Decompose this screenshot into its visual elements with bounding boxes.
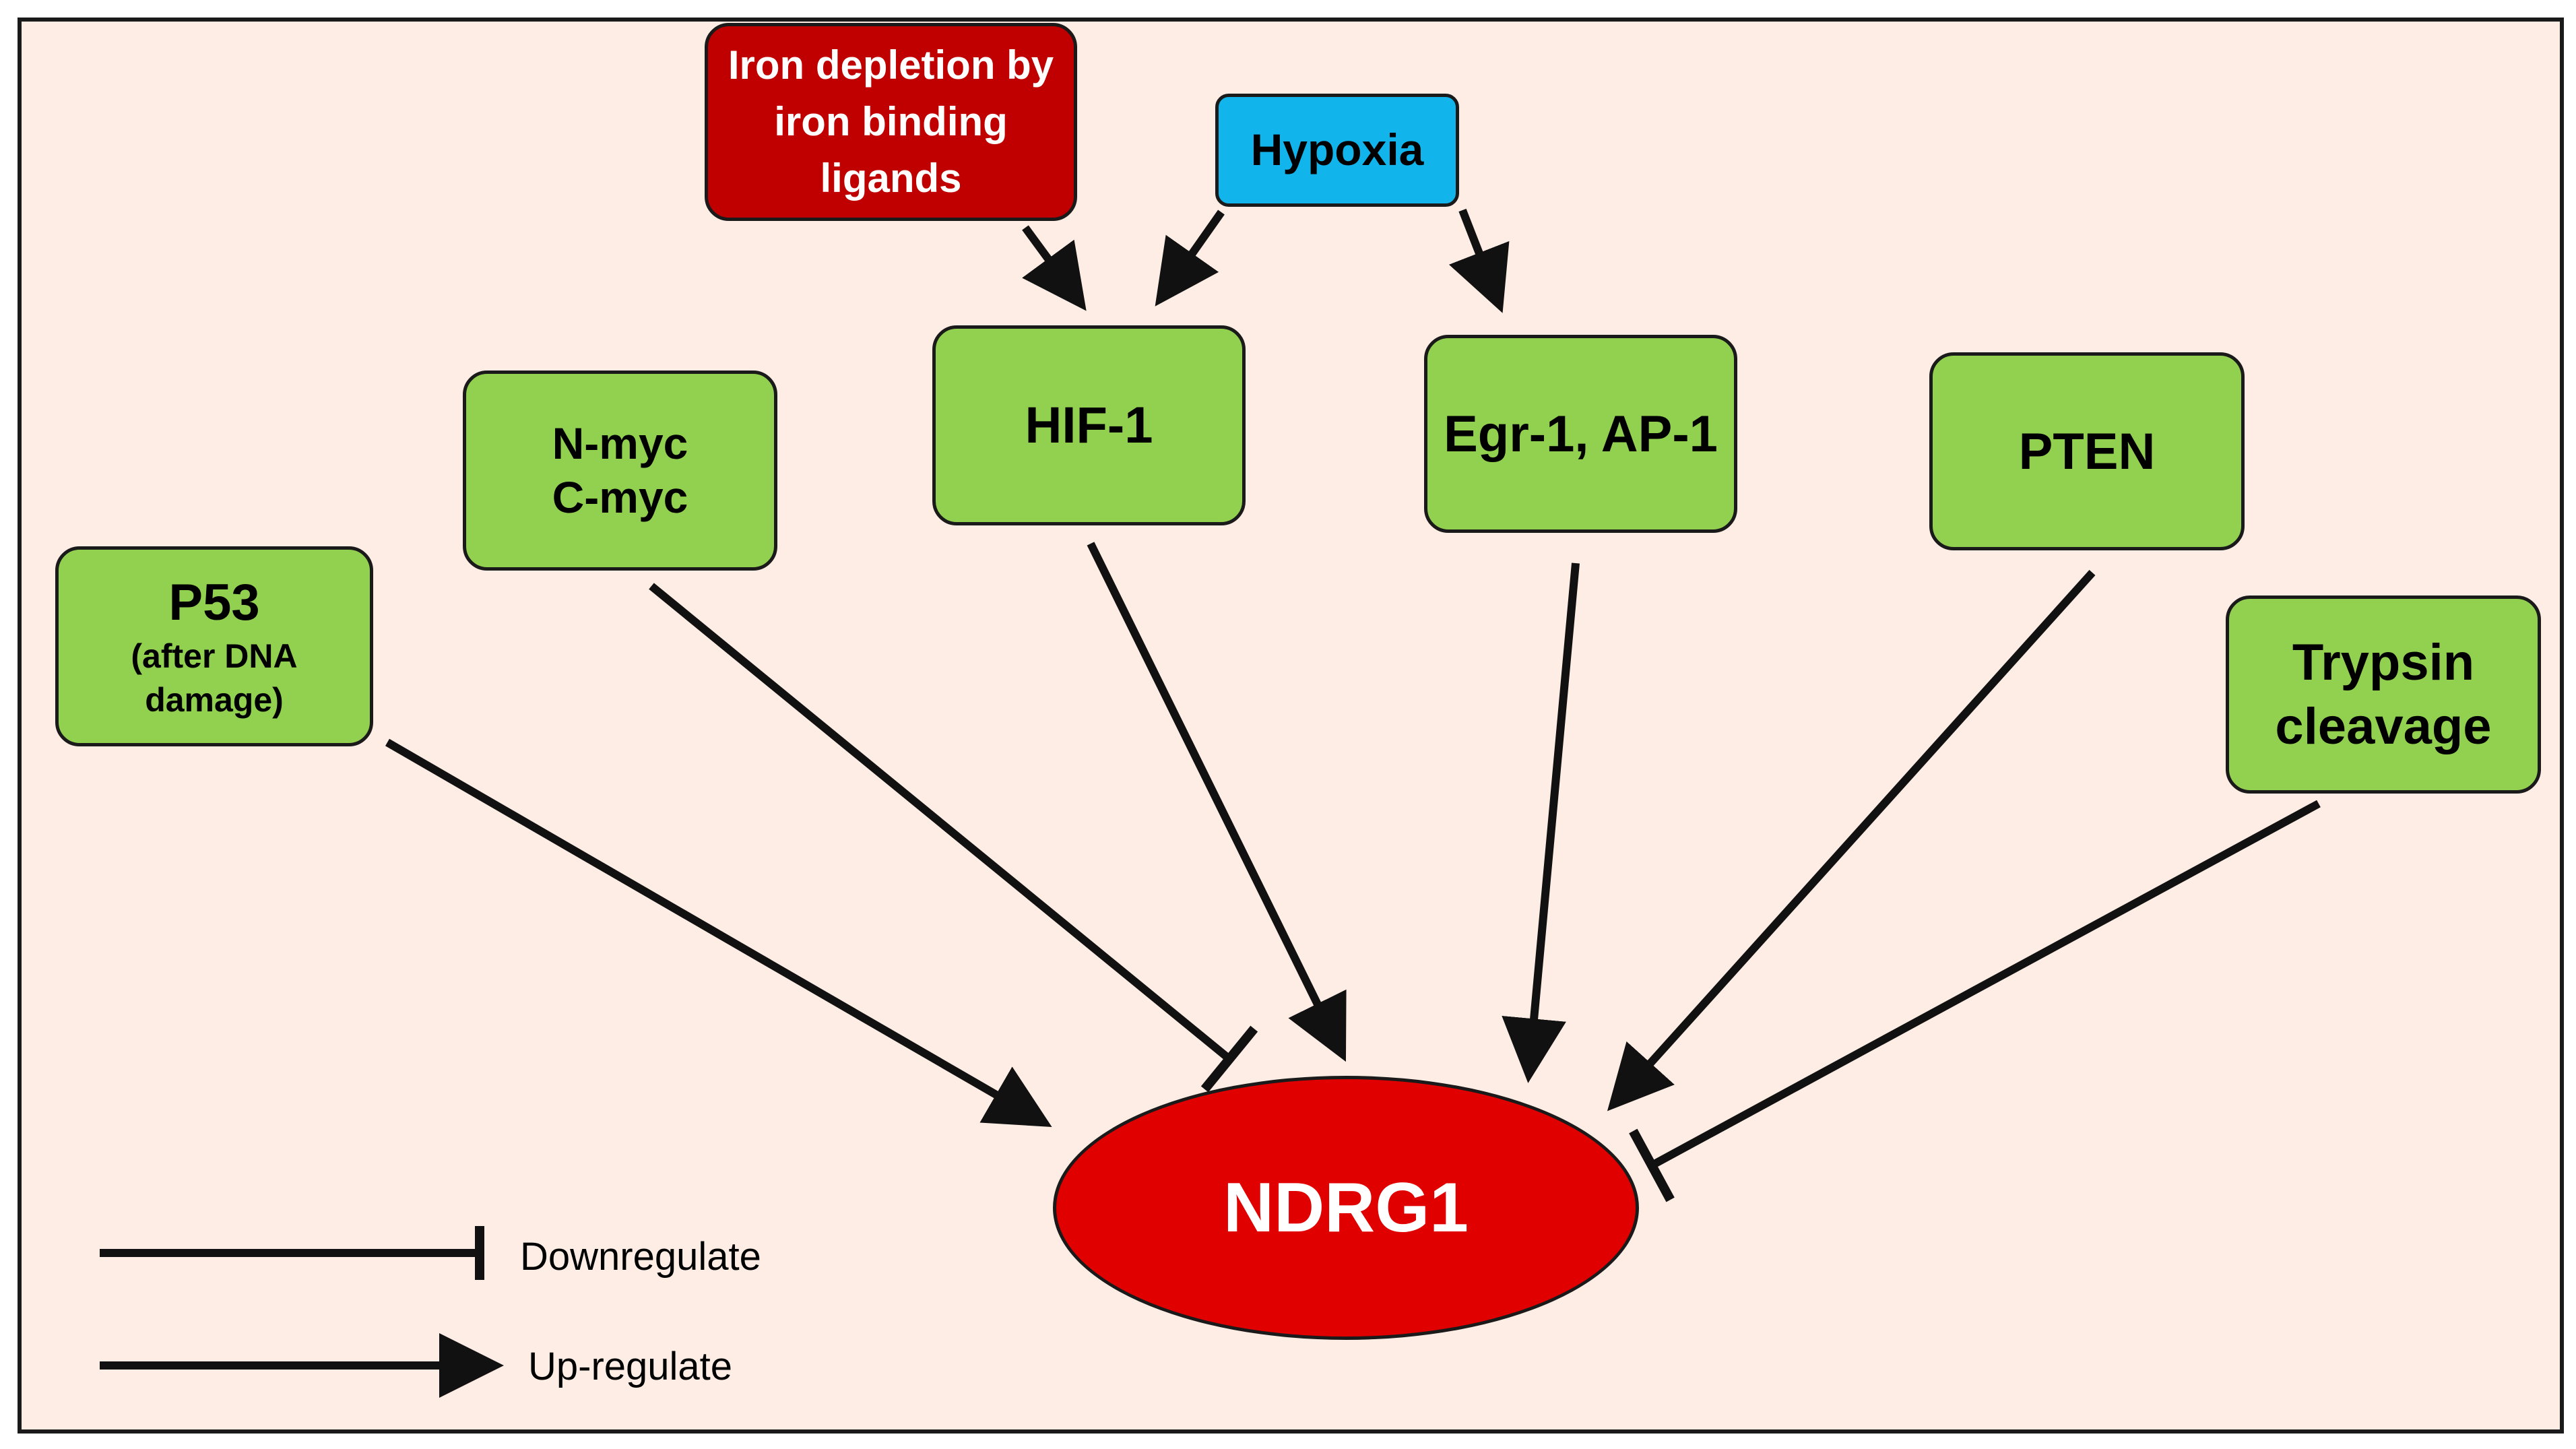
node-iron-depletion: Iron depletion by iron binding ligands [705,23,1077,221]
edge-myc-ndrg1 [649,583,1232,1062]
edge-myc-ndrg1-bar [1200,1025,1258,1093]
node-iron-line-1: Iron depletion by [728,42,1054,88]
edge-iron-hif1 [1022,225,1087,311]
node-iron-line-3: ligands [820,156,962,201]
node-ndrg1-label: NDRG1 [1223,1168,1469,1247]
node-trypsin-line-2: cleavage [2275,698,2492,755]
edge-pten-ndrg1 [1607,569,2096,1112]
edge-hif1-ndrg1 [1087,542,1347,1062]
node-p53: P53 (after DNA damage) [55,546,373,746]
node-pten-label: PTEN [2018,422,2156,480]
legend-downregulate-label: Downregulate [520,1235,761,1279]
edge-trypsin-ndrg1-bar [1629,1128,1675,1202]
node-egr1-ap1: Egr-1, AP-1 [1424,335,1737,533]
node-iron-line-2: iron binding [774,99,1008,144]
edge-hypoxia-hif1 [1155,210,1225,307]
node-p53-label: P53 [168,574,260,631]
edge-hypoxia-egr [1448,208,1510,313]
node-hif1: HIF-1 [932,325,1246,525]
node-trypsin-cleavage: Trypsin cleavage [2226,595,2541,794]
edge-egr-ndrg1 [1502,562,1580,1083]
node-hypoxia-label: Hypoxia [1250,125,1424,175]
legend-upregulate-label: Up-regulate [528,1345,733,1388]
node-p53-sub-1: (after DNA [131,637,298,675]
node-ndrg1: NDRG1 [1053,1076,1639,1340]
node-hif1-label: HIF-1 [1025,397,1153,454]
node-trypsin-line-1: Trypsin [2292,634,2475,691]
edge-p53-ndrg1 [385,738,1052,1128]
node-hypoxia: Hypoxia [1215,94,1459,207]
node-myc-line-2: C-myc [552,472,688,522]
edge-trypsin-ndrg1 [1650,800,2321,1169]
node-myc: N-myc C-myc [463,371,777,571]
node-p53-sub-2: damage) [145,681,284,719]
edge-group [385,208,2321,1202]
node-myc-line-1: N-myc [552,418,688,469]
node-egr-label: Egr-1, AP-1 [1444,405,1718,463]
node-pten: PTEN [1929,352,2245,550]
legend [100,1226,504,1398]
